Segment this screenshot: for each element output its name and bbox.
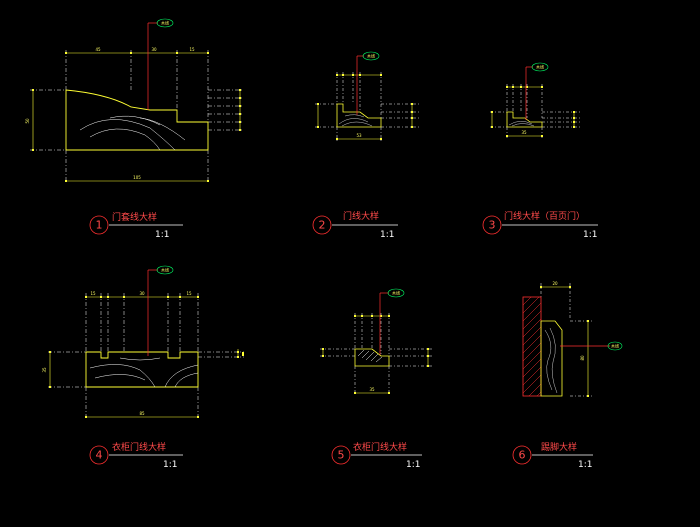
svg-text:53: 53	[356, 133, 362, 138]
svg-text:木线: 木线	[367, 53, 375, 59]
title-block-6: 6 踢脚大样 1:1	[512, 441, 593, 470]
svg-text:30: 30	[139, 291, 145, 296]
detail-title: 衣柜门线大样	[353, 441, 407, 453]
svg-text:45: 45	[95, 47, 101, 52]
detail-title: 衣柜门线大样	[112, 441, 166, 453]
detail-scale: 1:1	[406, 460, 420, 470]
detail-number: 3	[489, 219, 496, 232]
detail-scale: 1:1	[163, 460, 177, 470]
detail-scale: 1:1	[380, 230, 394, 240]
svg-text:15: 15	[186, 291, 192, 296]
svg-text:105: 105	[133, 175, 141, 180]
detail-6-drawing: 20 80 木线	[522, 281, 623, 397]
svg-text:35: 35	[42, 367, 47, 373]
svg-text:木线: 木线	[536, 64, 544, 70]
detail-1-drawing: 45 30 15 105 50 木线	[25, 18, 244, 183]
title-block-4: 4 衣柜门线大样 1:1	[89, 441, 183, 470]
detail-number: 5	[338, 449, 345, 462]
detail-title: 踢脚大样	[541, 441, 577, 453]
detail-title: 门线大样（百页门）	[504, 210, 585, 222]
detail-title: 门套线大样	[112, 211, 157, 223]
detail-title: 门线大样	[343, 210, 379, 222]
svg-text:木线: 木线	[161, 267, 169, 273]
detail-number: 6	[519, 449, 526, 462]
detail-scale: 1:1	[155, 230, 169, 240]
svg-text:35: 35	[369, 387, 375, 392]
svg-text:15: 15	[90, 291, 96, 296]
svg-text:50: 50	[25, 118, 30, 124]
svg-text:35: 35	[521, 130, 527, 135]
svg-text:85: 85	[139, 411, 145, 416]
svg-text:木线: 木线	[392, 290, 400, 296]
svg-text:木线: 木线	[161, 20, 169, 26]
title-block-2: 2 门线大样 1:1	[312, 210, 398, 240]
detail-5-drawing: 35 木线	[320, 288, 432, 395]
detail-number-circle	[512, 445, 532, 465]
detail-number: 2	[319, 219, 326, 232]
detail-scale: 1:1	[583, 230, 597, 240]
detail-3-drawing: 35 木线	[490, 62, 582, 138]
svg-text:15: 15	[189, 47, 195, 52]
detail-number-circle	[331, 445, 351, 465]
svg-text:20: 20	[552, 281, 558, 286]
detail-2-drawing: 53 木线	[315, 51, 420, 141]
detail-4-drawing: 15 30 15 85 35 木线	[42, 265, 244, 420]
detail-number: 1	[96, 219, 103, 232]
detail-number-circle	[312, 215, 332, 235]
title-block-3: 3 门线大样（百页门） 1:1	[482, 210, 598, 240]
detail-number: 4	[96, 449, 103, 462]
svg-text:80: 80	[580, 355, 585, 361]
title-block-5: 5 衣柜门线大样 1:1	[331, 441, 422, 470]
detail-number-circle	[482, 215, 502, 235]
detail-number-circle	[89, 215, 109, 235]
title-block-1: 1 门套线大样 1:1	[89, 211, 183, 240]
detail-scale: 1:1	[578, 460, 592, 470]
detail-number-circle	[89, 445, 109, 465]
svg-text:30: 30	[151, 47, 157, 52]
svg-text:木线: 木线	[611, 343, 619, 349]
